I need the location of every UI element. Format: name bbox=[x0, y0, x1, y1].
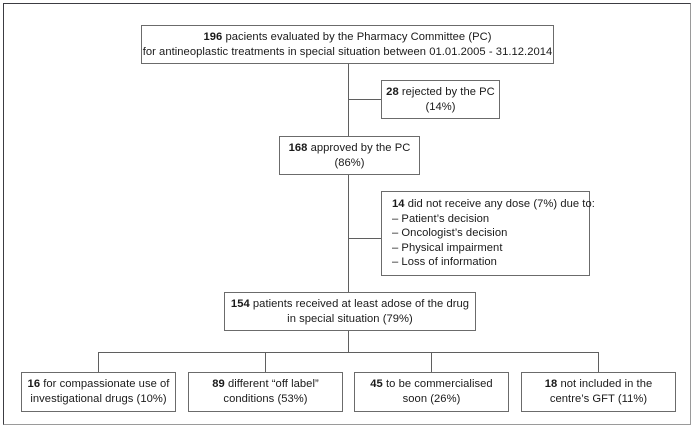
node-compassionate-count: 16 bbox=[27, 378, 41, 391]
node-off-label: 89 different “off label” conditions (53%… bbox=[188, 372, 343, 412]
connector-to-rejected bbox=[348, 99, 382, 100]
node-rejected: 28 rejected by the PC (14%) bbox=[381, 80, 500, 119]
node-not-in-gft: 18 not included in the centre’s GFT (11%… bbox=[521, 372, 676, 412]
node-no-dose-count: 14 bbox=[392, 198, 405, 211]
connector-approved-to-nodose-trunk bbox=[348, 174, 349, 239]
node-evaluated-line1-text: pacients evaluated by the Pharmacy Commi… bbox=[222, 30, 492, 43]
node-off-label-count: 89 bbox=[212, 378, 225, 391]
node-approved: 168 approved by the PC (86%) bbox=[279, 136, 420, 175]
connector-to-nodose bbox=[348, 238, 382, 239]
node-rejected-line2: (14%) bbox=[425, 100, 456, 113]
node-received: 154 patients received at least adose of … bbox=[224, 292, 476, 331]
node-approved-count: 168 bbox=[288, 141, 308, 154]
node-approved-line2: (86%) bbox=[334, 156, 365, 169]
node-evaluated-line2: for antineoplastic treatments in special… bbox=[142, 45, 553, 58]
node-received-count: 154 bbox=[230, 297, 250, 310]
node-commercialised: 45 to be commercialised soon (26%) bbox=[354, 372, 509, 412]
node-evaluated-count: 196 bbox=[203, 30, 223, 43]
node-not-in-gft-line1-text: not included in the bbox=[557, 378, 653, 391]
connector-received-to-fanout bbox=[348, 330, 349, 353]
connector-fanout-to-not-in-gft bbox=[598, 352, 599, 372]
connector-fanout-to-compassionate bbox=[98, 352, 99, 372]
connector-fanout-to-off-label bbox=[265, 352, 266, 372]
connector-fanout-bar bbox=[98, 352, 599, 353]
node-evaluated-line1: 196 pacients evaluated by the Pharmacy C… bbox=[142, 30, 553, 45]
node-no-dose-reason-1: – Patient’s decision bbox=[392, 212, 490, 225]
node-evaluated: 196 pacients evaluated by the Pharmacy C… bbox=[141, 25, 554, 64]
connector-evaluated-to-rejected-trunk bbox=[348, 63, 349, 100]
node-no-dose-line1-text: did not receive any dose (7%) due to: bbox=[404, 198, 595, 211]
node-received-line1-text: patients received at least adose of the … bbox=[249, 297, 470, 310]
node-no-dose: 14 did not receive any dose (7%) due to:… bbox=[381, 191, 595, 276]
node-no-dose-line1: 14 did not receive any dose (7%) due to: bbox=[382, 197, 595, 212]
node-commercialised-line2: soon (26%) bbox=[402, 393, 461, 405]
node-compassionate-line2: investigational drugs (10%) bbox=[30, 393, 167, 405]
connector-fanout-to-commercialised bbox=[431, 352, 432, 372]
node-off-label-line1-text: different “off label” bbox=[224, 378, 319, 391]
node-compassionate-line1: 16 for compassionate use of bbox=[22, 377, 175, 392]
node-approved-line1-text: approved by the PC bbox=[307, 141, 411, 154]
connector-trunk-to-approved bbox=[348, 99, 349, 137]
node-approved-line1: 168 approved by the PC bbox=[280, 141, 419, 156]
node-no-dose-reason-3: – Physical impairment bbox=[392, 241, 503, 254]
node-compassionate: 16 for compassionate use of investigatio… bbox=[21, 372, 176, 412]
node-rejected-line1-text: rejected by the PC bbox=[398, 85, 495, 98]
node-not-in-gft-line2: centre’s GFT (11%) bbox=[549, 393, 648, 405]
node-not-in-gft-count: 18 bbox=[544, 378, 558, 391]
node-not-in-gft-line1: 18 not included in the bbox=[522, 377, 675, 392]
connector-trunk-to-received bbox=[348, 238, 349, 293]
node-commercialised-line1-text: to be commercialised bbox=[382, 378, 493, 391]
node-rejected-count: 28 bbox=[386, 85, 399, 98]
node-no-dose-reason-2: – Oncologist’s decision bbox=[392, 227, 508, 240]
node-off-label-line2: conditions (53%) bbox=[223, 393, 308, 405]
node-off-label-line1: 89 different “off label” bbox=[189, 377, 342, 392]
node-no-dose-reason-4: – Loss of information bbox=[392, 256, 497, 269]
node-commercialised-count: 45 bbox=[370, 378, 383, 391]
node-received-line1: 154 patients received at least adose of … bbox=[225, 297, 475, 312]
node-compassionate-line1-text: for compassionate use of bbox=[40, 378, 170, 391]
node-rejected-line1: 28 rejected by the PC bbox=[382, 85, 499, 100]
node-commercialised-line1: 45 to be commercialised bbox=[355, 377, 508, 392]
node-received-line2: in special situation (79%) bbox=[287, 312, 413, 325]
